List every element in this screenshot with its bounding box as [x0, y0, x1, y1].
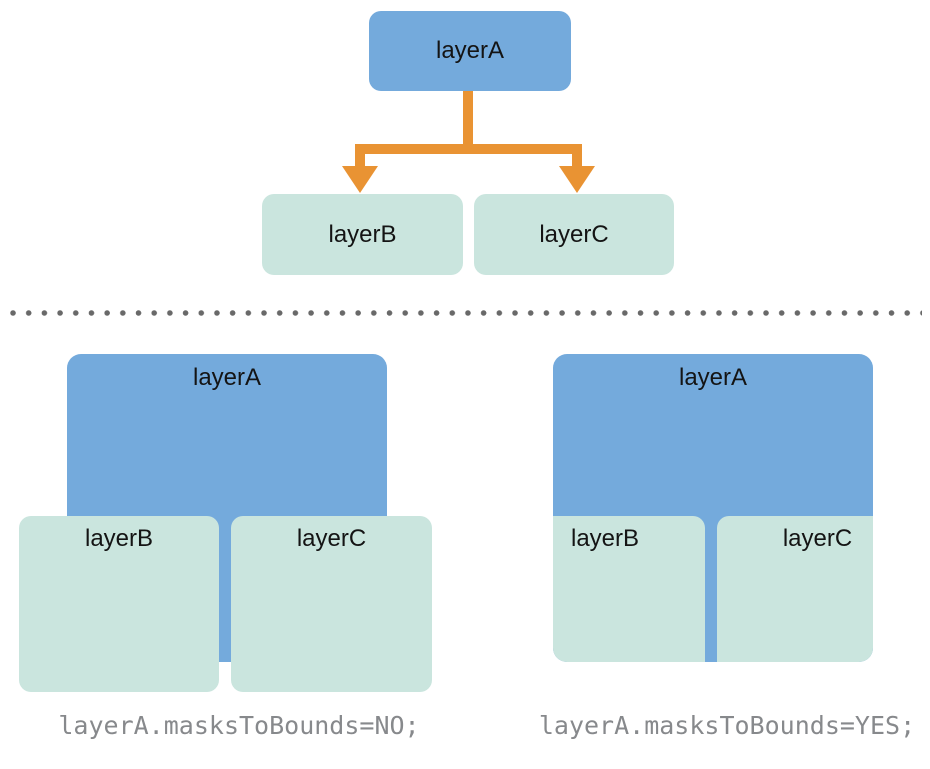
layer-c-box-clipped: layerC	[717, 516, 873, 662]
layer-a-label: layerA	[678, 364, 748, 391]
tree-node-layer-c-label: layerC	[539, 220, 609, 248]
tree-node-layer-a: layerA	[369, 11, 571, 91]
layer-a-box-clipping: layerA layerB layerC	[553, 354, 873, 662]
tree-node-layer-b: layerB	[262, 194, 463, 275]
layer-c-box-overflowing: layerC	[231, 516, 432, 692]
tree-node-layer-b-label: layerB	[328, 220, 397, 248]
layer-b-box-clipped: layerB	[553, 516, 705, 662]
layer-c-label: layerC	[782, 525, 853, 552]
arrowhead-right-icon	[559, 166, 595, 193]
arrowhead-left-icon	[342, 166, 378, 193]
layer-b-label: layerB	[570, 525, 640, 552]
caption-masks-to-bounds-no: layerA.masksToBounds=NO;	[58, 711, 420, 740]
layer-c-label: layerC	[296, 525, 367, 552]
caption-masks-to-bounds-yes: layerA.masksToBounds=YES;	[538, 711, 916, 740]
layer-b-label: layerB	[84, 525, 154, 552]
tree-node-layer-c: layerC	[474, 194, 674, 275]
layer-b-box-overflowing: layerB	[19, 516, 219, 692]
layer-a-label: layerA	[192, 364, 262, 391]
tree-node-layer-a-label: layerA	[435, 37, 505, 64]
dotted-divider	[10, 310, 922, 316]
